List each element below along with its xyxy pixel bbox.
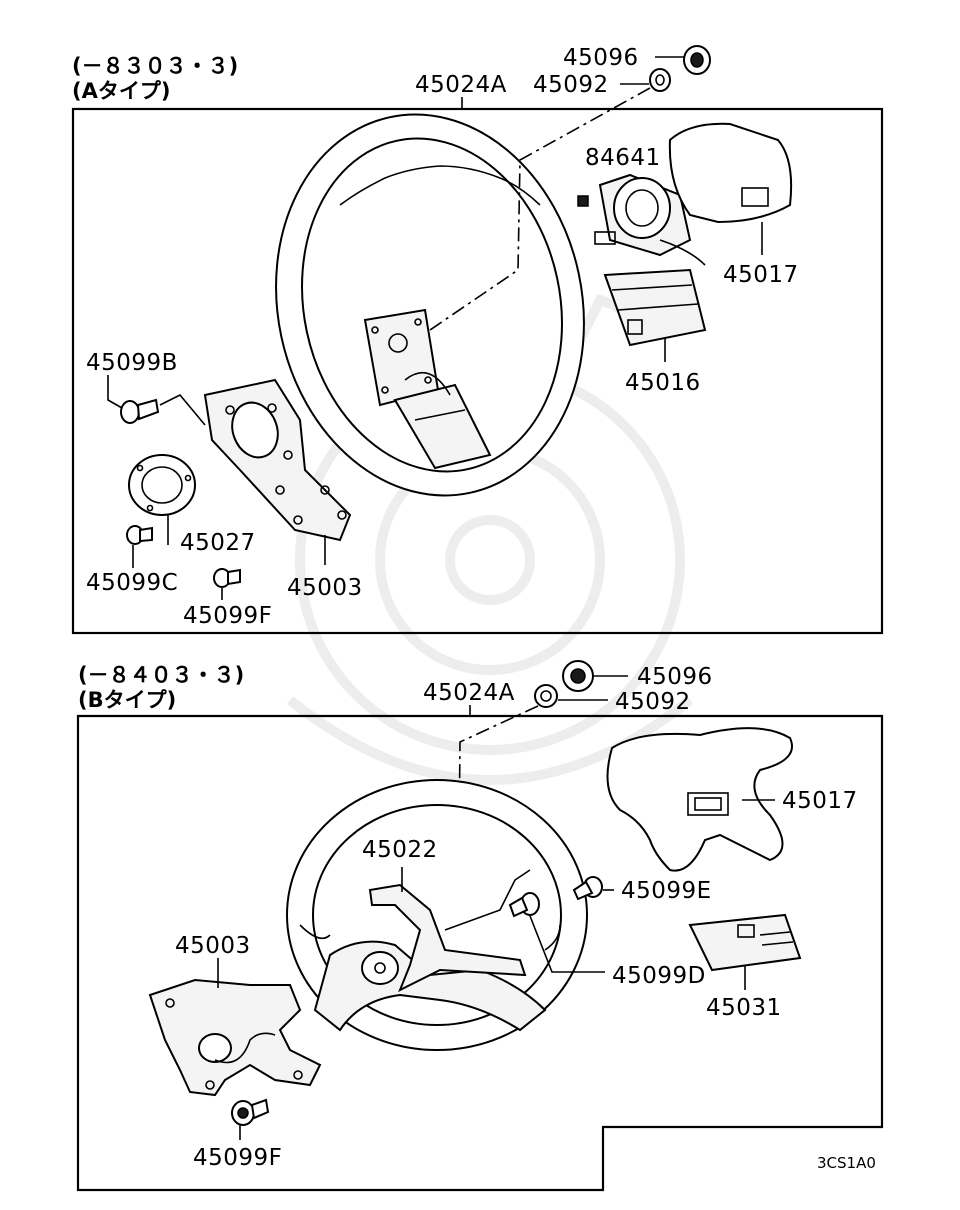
section-b-code: (－８４０３・３) bbox=[78, 663, 244, 687]
section-b: (－８４０３・３) (Bタイプ) 45024A 45096 45092 bbox=[76, 660, 884, 1192]
label-45027: 45027 bbox=[180, 530, 256, 556]
label-45099E: 45099E bbox=[621, 878, 712, 904]
screw-45099D bbox=[508, 892, 540, 918]
label-45022: 45022 bbox=[362, 837, 438, 863]
screw-45099F-b bbox=[231, 1098, 270, 1126]
label-45016: 45016 bbox=[625, 370, 701, 396]
label-45017-a: 45017 bbox=[723, 262, 799, 288]
washer-45092-a bbox=[649, 68, 671, 92]
section-a: (－８３０３・３) (Aタイプ) 45096 45092 4502 bbox=[71, 45, 884, 635]
label-45099D: 45099D bbox=[612, 963, 706, 989]
label-45092-a: 45092 bbox=[533, 72, 609, 98]
washer-45092-b bbox=[534, 684, 558, 708]
label-45096-a: 45096 bbox=[563, 45, 639, 71]
label-45092-b: 45092 bbox=[615, 689, 691, 715]
reference-code: 3CS1A0 bbox=[817, 1154, 876, 1172]
screw-45099C bbox=[126, 525, 153, 545]
label-45031: 45031 bbox=[706, 995, 782, 1021]
label-45099C: 45099C bbox=[86, 570, 178, 596]
section-a-code: (－８３０３・３) bbox=[72, 54, 238, 78]
pad-45016 bbox=[603, 268, 707, 347]
section-a-type: (Aタイプ) bbox=[72, 79, 170, 103]
horn-pad-45017-a bbox=[668, 122, 793, 224]
label-45099F-a: 45099F bbox=[183, 603, 272, 629]
horn-pad-45017-b bbox=[606, 727, 793, 872]
bracket-45022 bbox=[368, 869, 531, 993]
label-45003-a: 45003 bbox=[287, 575, 363, 601]
steering-wheel-b bbox=[286, 779, 588, 1051]
nut-45096-a bbox=[683, 45, 711, 75]
clock-spring-84641 bbox=[577, 173, 706, 266]
label-45096-b: 45096 bbox=[637, 664, 713, 690]
label-45003-b: 45003 bbox=[175, 933, 251, 959]
screw-45099E bbox=[572, 876, 603, 901]
nut-45096-b bbox=[562, 660, 594, 692]
label-45099F-b: 45099F bbox=[193, 1145, 282, 1171]
section-a-frame bbox=[71, 107, 884, 635]
label-45099B: 45099B bbox=[86, 350, 178, 376]
section-b-type: (Bタイプ) bbox=[78, 688, 176, 712]
label-45024A-a: 45024A bbox=[415, 72, 507, 98]
screw-45099B bbox=[120, 398, 160, 424]
emblem-45031 bbox=[688, 913, 802, 972]
steering-wheel-a bbox=[275, 113, 585, 497]
section-b-frame bbox=[76, 714, 884, 1192]
label-45017-b: 45017 bbox=[782, 788, 858, 814]
ring-45027 bbox=[128, 454, 196, 516]
hub-45003-a bbox=[203, 378, 352, 542]
hub-45003-b bbox=[148, 978, 322, 1097]
label-84641: 84641 bbox=[585, 145, 661, 171]
screw-45099F-a bbox=[213, 568, 241, 588]
label-45024A-b: 45024A bbox=[423, 680, 515, 706]
